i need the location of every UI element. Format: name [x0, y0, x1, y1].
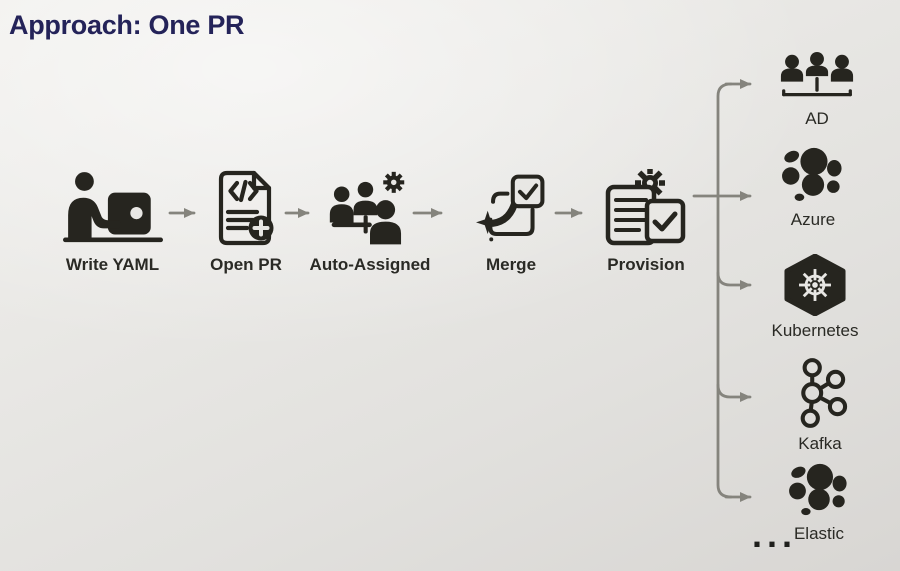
- page-title: Approach: One PR: [9, 10, 245, 40]
- kubernetes-helm-icon: [784, 254, 846, 316]
- flow-step-merge: Merge: [448, 166, 574, 275]
- target-label: Kafka: [798, 434, 842, 453]
- person-laptop-icon: [62, 172, 163, 243]
- more-targets-ellipsis: ...: [752, 514, 798, 555]
- blob-cluster-icon: [782, 147, 842, 201]
- arrow-trunk-kubernetes: [716, 271, 752, 290]
- target-label: AD: [805, 109, 829, 128]
- target-label: Kubernetes: [771, 321, 859, 340]
- kafka-nodes-icon: [800, 358, 848, 428]
- flow-step-auto-assigned: Auto-Assigned: [298, 166, 442, 275]
- target-elastic: Elastic: [754, 462, 884, 544]
- step-label: Merge: [485, 255, 537, 274]
- target-label: Azure: [790, 210, 836, 229]
- step-label: Provision: [607, 255, 685, 274]
- elastic-blob-icon: [789, 463, 847, 516]
- arrow-trunk-kafka: [716, 383, 752, 402]
- flow-step-provision: Provision: [584, 166, 708, 275]
- flow-step-write-yaml: Write YAML: [40, 166, 185, 275]
- code-document-add-icon: [218, 170, 274, 246]
- target-ad: AD: [752, 52, 882, 129]
- target-kubernetes: Kubernetes: [750, 254, 880, 341]
- merge-check-icon: [476, 174, 545, 242]
- trunk-line: [716, 82, 733, 499]
- target-kafka: Kafka: [755, 358, 885, 454]
- team-gear-icon: [329, 171, 405, 245]
- step-label: Auto-Assigned: [309, 255, 431, 274]
- clipboard-gear-check-icon: [605, 169, 686, 246]
- user-group-icon: [780, 52, 854, 97]
- target-label: Elastic: [793, 524, 845, 543]
- target-azure: Azure: [748, 146, 878, 230]
- step-label: Write YAML: [65, 255, 160, 274]
- flow-step-open-pr: Open PR: [186, 166, 306, 275]
- step-label: Open PR: [210, 255, 282, 274]
